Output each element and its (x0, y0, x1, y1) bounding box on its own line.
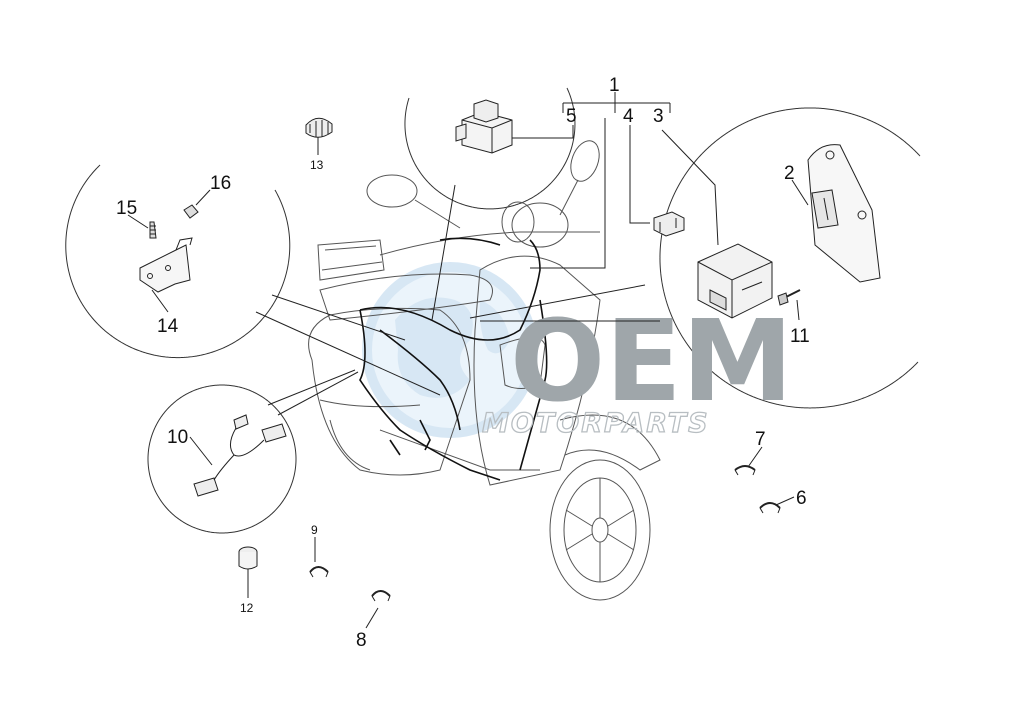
leader-line-1-harness (530, 118, 606, 269)
leader-line-connector-circle-b (277, 371, 359, 416)
leader-line-16 (195, 189, 211, 206)
leader-line-6 (775, 496, 795, 506)
callout-2: 2 (784, 163, 795, 184)
bracket-plate-part (807, 144, 881, 283)
callout-9: 9 (311, 523, 318, 537)
watermark: OEM MOTORPARTS (481, 297, 793, 440)
leader-line-2 (791, 179, 809, 206)
ecu-part (697, 243, 773, 319)
callout-4: 4 (623, 106, 634, 127)
callout-13: 13 (310, 158, 324, 172)
leader-line-11 (796, 299, 800, 321)
leader-line-relay-circle (431, 184, 456, 321)
detail-circles (65, 87, 921, 534)
screw-part (777, 289, 801, 306)
detail-circle-bracket (65, 164, 291, 359)
leader-line-bracket-circle-a (271, 294, 406, 341)
mounting-bracket-part (139, 237, 193, 293)
leader-line-bracket-circle-b (255, 311, 441, 396)
leader-lines (127, 92, 809, 629)
watermark-sub-text: MOTORPARTS (482, 408, 710, 439)
wiring-harness (359, 237, 548, 481)
leader-line-connector-circle-a (267, 369, 356, 406)
cable-clip-7-part (734, 465, 756, 476)
callout-15: 15 (116, 198, 137, 219)
clip-nut-part (183, 204, 199, 219)
callout-10: 10 (167, 427, 188, 448)
parts (139, 99, 881, 602)
callout-8: 8 (356, 630, 367, 651)
detail-circle-relay (404, 87, 576, 210)
callout-14: 14 (157, 316, 179, 337)
watermark-main-text: OEM (510, 297, 793, 427)
callout-12: 12 (240, 601, 254, 615)
cable-clip-6-part (759, 502, 781, 514)
detail-circle-ecu (659, 107, 921, 409)
callout-6: 6 (796, 488, 807, 509)
relay-part (455, 99, 513, 154)
cable-tie-part (305, 117, 333, 138)
callout-3: 3 (653, 106, 664, 127)
callout-7: 7 (755, 429, 766, 450)
cable-clip-8-part (371, 590, 391, 602)
leader-line-3 (661, 129, 719, 246)
leader-line-14 (151, 289, 169, 313)
callout-labels: 1 2 3 4 5 6 7 8 9 10 11 12 13 14 15 16 (116, 75, 810, 651)
leader-line-1 (562, 92, 671, 113)
fuse-part (653, 211, 685, 237)
callout-11: 11 (790, 326, 810, 347)
grommet-part (238, 546, 258, 570)
leader-line-ecu-circle-a (469, 284, 646, 319)
leader-line-4 (629, 125, 650, 224)
leader-line-5 (510, 125, 574, 139)
leader-line-8 (365, 607, 379, 629)
callout-5: 5 (566, 106, 577, 127)
callout-16: 16 (210, 173, 231, 194)
leader-line-7 (747, 446, 763, 468)
connector-cable-part (193, 414, 287, 497)
leader-line-15 (127, 214, 149, 229)
leader-line-10 (189, 436, 213, 466)
callout-1: 1 (609, 75, 620, 96)
detail-circle-connector (147, 384, 297, 534)
bolt-part (149, 221, 157, 239)
cable-clip-9-part (309, 566, 329, 578)
